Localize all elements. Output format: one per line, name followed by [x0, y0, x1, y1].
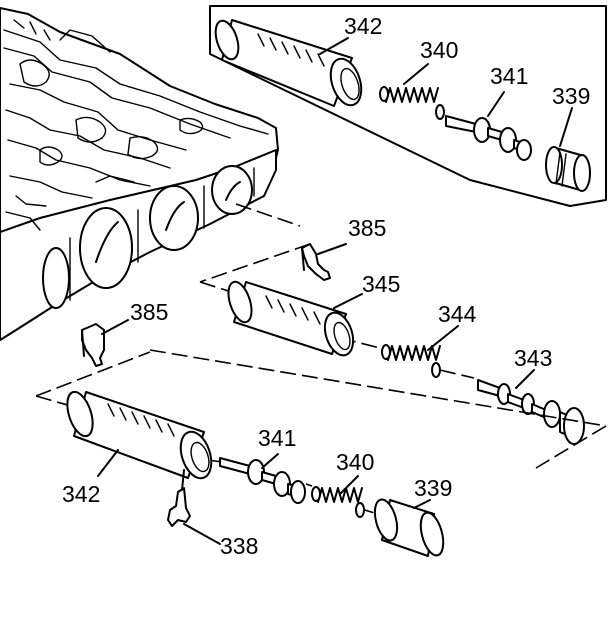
label-upper-spring: 340	[420, 37, 458, 63]
mid-sleeve-345	[227, 280, 355, 357]
low-retainer-385	[81, 323, 105, 367]
mid-valve-343	[477, 379, 585, 445]
valve-body-housing	[0, 7, 279, 341]
callout-labels: 342 340 341 339 385 345 344 343 385 342 …	[62, 13, 590, 559]
label-low-spring: 340	[336, 449, 374, 475]
mid-retainer-385	[301, 243, 331, 281]
label-upper-valve: 341	[490, 63, 528, 89]
upper-plug-339	[545, 146, 591, 192]
label-mid-valve: 343	[514, 345, 552, 371]
bore-3	[149, 185, 199, 251]
bottom-clip-338	[167, 469, 191, 527]
upper-valve-341	[445, 115, 532, 161]
leader-lines	[97, 37, 573, 545]
label-mid-retainer: 385	[348, 215, 386, 241]
mid-spring-344	[381, 344, 441, 378]
label-low-retainer: 385	[130, 299, 168, 325]
label-mid-spring: 344	[438, 301, 477, 327]
low-valve-341	[219, 457, 306, 504]
upper-sleeve-342	[214, 19, 363, 107]
label-low-plug: 339	[414, 475, 452, 501]
label-bottom-clip: 338	[220, 533, 258, 559]
label-low-valve: 341	[258, 425, 296, 451]
low-sleeve-342	[66, 390, 213, 480]
label-mid-sleeve: 345	[362, 271, 400, 297]
lower-guide-lines	[35, 349, 607, 515]
bore-2	[79, 207, 133, 289]
label-upper-sleeve: 342	[344, 13, 382, 39]
bore-1	[42, 247, 70, 309]
upper-spring-340	[379, 86, 445, 120]
label-low-sleeve: 342	[62, 481, 100, 507]
low-spring-340	[311, 486, 365, 518]
label-upper-plug: 339	[552, 83, 590, 109]
upper-inset-panel	[209, 5, 607, 207]
low-plug-339	[373, 498, 445, 557]
